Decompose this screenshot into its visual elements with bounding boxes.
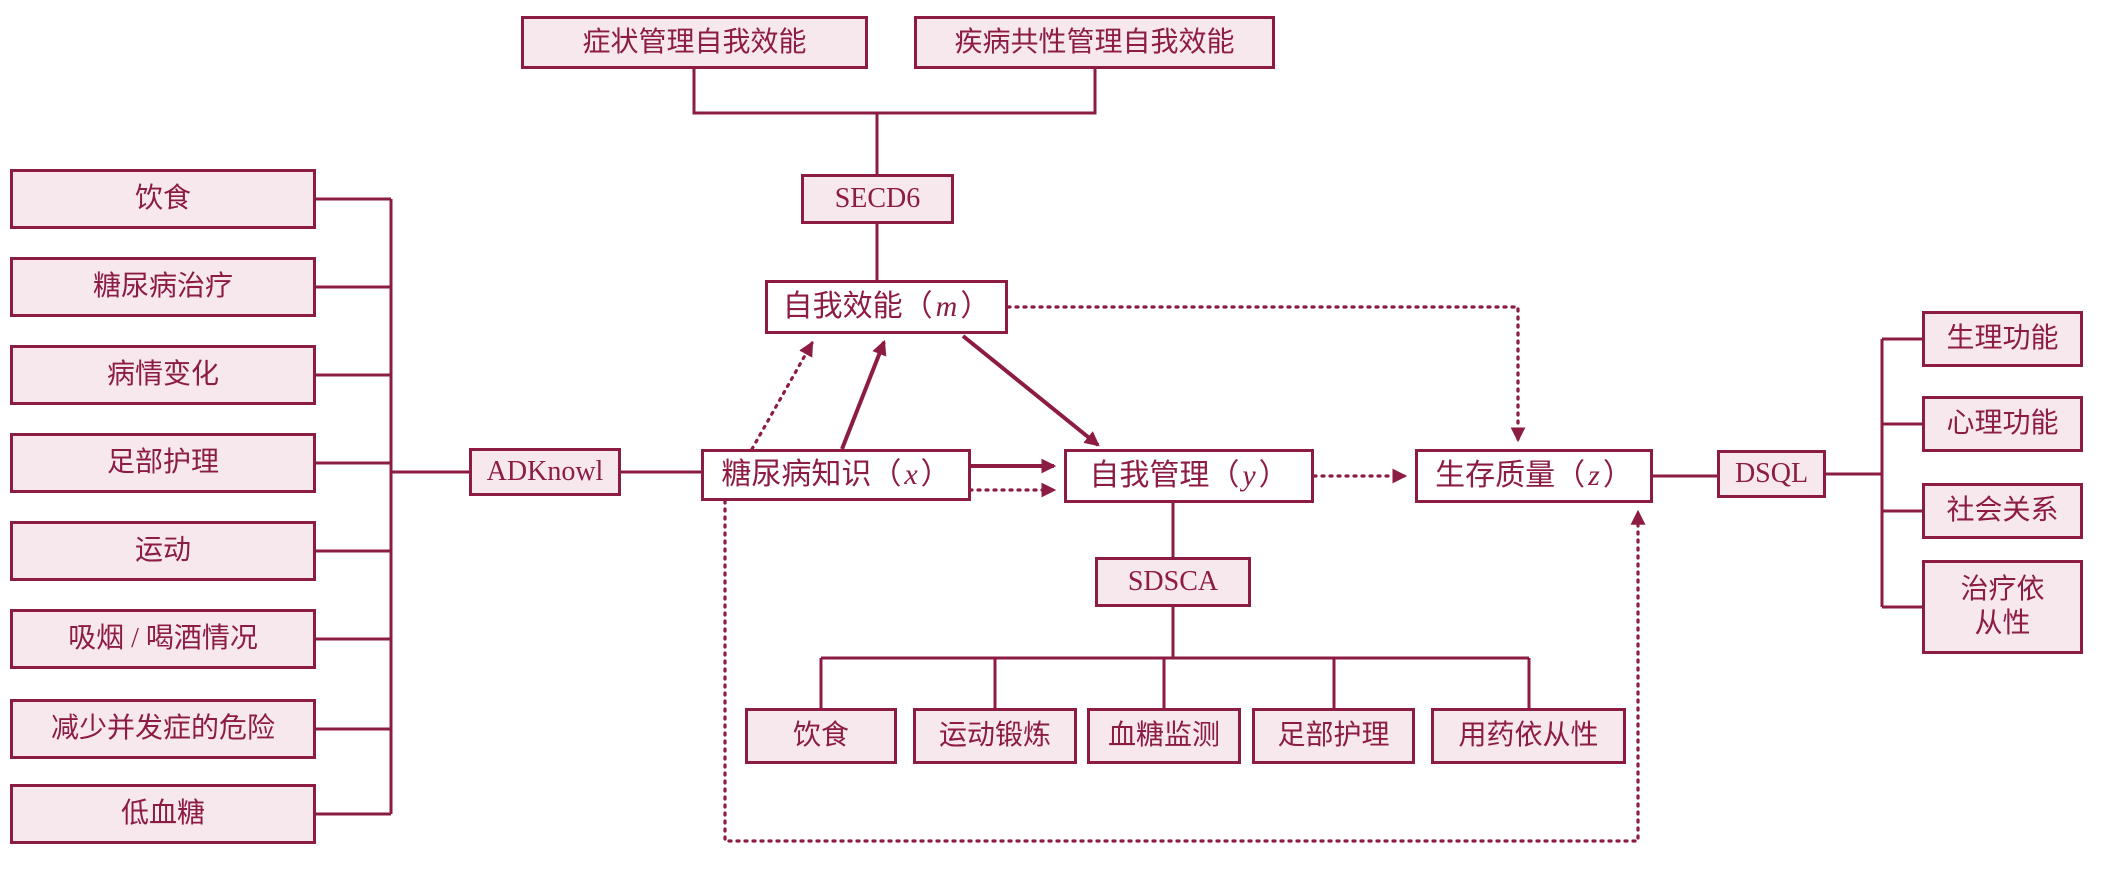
left-item-diet: 饮食: [10, 169, 316, 229]
paren-open: （: [902, 290, 933, 323]
node-self-efficacy: 自我效能（m）: [765, 280, 1008, 334]
node-label: 糖尿病知识: [721, 458, 872, 491]
node-var: z: [1588, 459, 1600, 492]
node-quality-of-life: 生存质量（z）: [1415, 449, 1653, 503]
scale-sdsca: SDSCA: [1095, 557, 1251, 607]
left-item-hypoglycemia: 低血糖: [10, 784, 316, 844]
right-item-psychological-function: 心理功能: [1922, 396, 2083, 452]
node-var: m: [935, 290, 958, 323]
top-box-disease-common-management: 疾病共性管理自我效能: [914, 16, 1275, 69]
left-item-reduce-complication-risk: 减少并发症的危险: [10, 699, 316, 759]
node-var: x: [904, 458, 918, 491]
right-stubs: [1882, 337, 1922, 609]
bottom-stubs: [819, 658, 1531, 708]
scale-adknowl: ADKnowl: [469, 448, 621, 496]
bottom-item-glucose-monitoring: 血糖监测: [1087, 708, 1241, 764]
left-stubs: [316, 197, 391, 816]
arrow-selfefficacy-to-selfmanagement: [961, 334, 1100, 447]
node-var: y: [1242, 459, 1256, 492]
paren-close: ）: [1602, 459, 1633, 492]
bottom-item-medication-adherence: 用药依从性: [1431, 708, 1626, 764]
paren-open: （: [1209, 459, 1240, 492]
top-box-symptom-management: 症状管理自我效能: [521, 16, 868, 69]
paren-close: ）: [920, 458, 951, 491]
scale-secd6: SECD6: [801, 174, 954, 224]
node-label: 自我效能: [782, 290, 903, 323]
bottom-item-foot-care: 足部护理: [1252, 708, 1415, 764]
node-diabetes-knowledge: 糖尿病知识（x）: [701, 449, 971, 501]
left-item-foot-care: 足部护理: [10, 433, 316, 493]
paren-open: （: [871, 458, 902, 491]
node-label: 自我管理: [1089, 459, 1210, 492]
bottom-item-diet: 饮食: [745, 708, 897, 764]
left-item-diabetes-treatment: 糖尿病治疗: [10, 257, 316, 317]
dotted-arrow-knowledge-to-selfefficacy: [750, 341, 814, 451]
node-label: 生存质量: [1435, 459, 1556, 492]
paren-open: （: [1555, 459, 1586, 492]
arrow-knowledge-to-selfefficacy: [840, 339, 887, 450]
dotted-arrow-knowledge-to-qol-bottom: [723, 499, 1646, 843]
right-item-physiological-function: 生理功能: [1922, 311, 2083, 367]
paren-close: ）: [1258, 459, 1289, 492]
left-item-exercise: 运动: [10, 521, 316, 581]
paren-close: ）: [960, 290, 991, 323]
node-self-management: 自我管理（y）: [1064, 449, 1314, 503]
top-connector: [692, 69, 1097, 115]
left-item-condition-change: 病情变化: [10, 345, 316, 405]
right-item-treatment-adherence: 治疗依 从性: [1922, 560, 2083, 654]
left-item-smoking-drinking: 吸烟 / 喝酒情况: [10, 609, 316, 669]
dotted-arrow-selfefficacy-to-qol: [1006, 305, 1526, 443]
scale-dsql: DSQL: [1717, 450, 1826, 498]
right-item-social-relations: 社会关系: [1922, 483, 2083, 539]
bottom-item-exercise: 运动锻炼: [913, 708, 1077, 764]
